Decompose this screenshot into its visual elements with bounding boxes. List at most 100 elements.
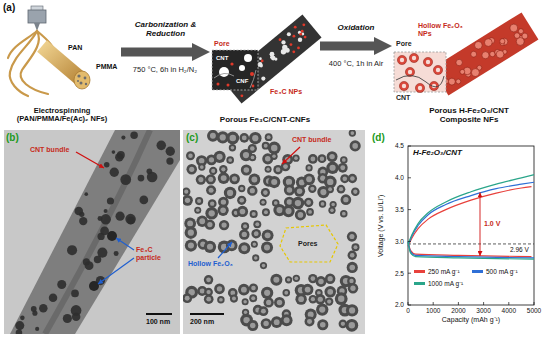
voltage-chart-part-part bbox=[408, 302, 409, 305]
tem-image-c-part-part bbox=[249, 283, 258, 292]
tem-image-c-part-part bbox=[319, 306, 325, 312]
tem-image-c-part-part bbox=[284, 184, 295, 195]
part-label: Pore bbox=[214, 40, 230, 48]
carbon-fiber-illustration-part-part bbox=[258, 62, 263, 67]
tem-image-c-part-part bbox=[185, 296, 190, 301]
inset-label: CNF bbox=[236, 78, 248, 85]
tem-image-b bbox=[4, 130, 180, 334]
part-label: CNT bbox=[396, 94, 410, 102]
tem-image-c-part-part bbox=[270, 153, 277, 160]
tem-image-c-part-part bbox=[308, 154, 318, 164]
tem-image-c-part-part bbox=[262, 229, 274, 241]
tem-annotations-c-part bbox=[280, 225, 338, 262]
tem-image-c-part-part bbox=[252, 254, 259, 261]
tem-image-c-part-part bbox=[283, 164, 288, 169]
tem-image-c-part-part bbox=[316, 303, 328, 315]
tem-image-b-part-part bbox=[107, 231, 117, 241]
voltage-chart-part-part bbox=[408, 241, 411, 242]
tem-annotations-c bbox=[190, 147, 338, 314]
tem-image-c-part-part bbox=[243, 152, 249, 158]
electrospinning-illustration-part bbox=[28, 10, 46, 23]
carbon-fiber-illustration-part-part bbox=[301, 30, 304, 33]
tem-image-b-part-part bbox=[49, 293, 58, 302]
electrospinning-illustration-part bbox=[77, 74, 87, 85]
axis-tick-label: 3000 bbox=[476, 307, 490, 314]
axis-tick-label: 3.5 bbox=[395, 206, 404, 213]
tem-image-c-part-part bbox=[240, 187, 244, 191]
tem-image-c-part-part bbox=[276, 207, 282, 213]
oxide-fiber-illustration-part-part bbox=[433, 65, 442, 74]
tem-image-c bbox=[183, 130, 365, 334]
voltage-chart-part-part bbox=[408, 241, 534, 258]
tem-image-c-part-part bbox=[238, 185, 245, 192]
tem-image-c-part-part bbox=[271, 145, 277, 151]
tem-image-c-part-part bbox=[240, 209, 246, 215]
tem-image-c-part-part bbox=[341, 194, 352, 205]
tem-image-c-part-part bbox=[266, 167, 270, 171]
tem-image-c-part-part bbox=[271, 316, 283, 328]
tem-image-c-part-part bbox=[248, 174, 260, 186]
tem-image-c-part-part bbox=[210, 201, 214, 205]
tem-image-c-part-part bbox=[329, 165, 335, 171]
tem-image-c-part-part bbox=[347, 262, 358, 273]
tem-image-c-part-part bbox=[250, 188, 255, 193]
tem-image-b-part-part bbox=[121, 135, 125, 139]
tem-image-c-part-part bbox=[338, 295, 344, 301]
tem-image-c-part-part bbox=[294, 156, 298, 160]
tem-image-b-part-part bbox=[35, 327, 39, 331]
legend-swatch bbox=[414, 270, 425, 273]
tem-image-c-part-part bbox=[189, 167, 194, 172]
oxide-fiber-illustration-part-part bbox=[484, 39, 492, 47]
tem-image-c-part-part bbox=[350, 176, 355, 181]
tem-image-c-part-part bbox=[295, 209, 306, 220]
oxide-fiber-illustration-part-part bbox=[490, 51, 495, 56]
tem-image-c-part-part bbox=[272, 154, 276, 158]
tem-image-c-part-part bbox=[310, 157, 315, 162]
axis-title: Voltage (V vs. Li/Li⁺) bbox=[377, 195, 385, 257]
tem-image-c-part-part bbox=[221, 199, 226, 204]
tem-image-c-part-part bbox=[271, 179, 277, 185]
tem-image-c-part-part bbox=[349, 322, 355, 328]
tem-image-c-part-part bbox=[242, 232, 247, 237]
tem-image-c-part-part bbox=[316, 276, 327, 287]
carbon-fiber-illustration-part-part bbox=[299, 33, 302, 36]
tem-image-c-part-part bbox=[261, 309, 266, 314]
carbon-fiber-illustration-part-part bbox=[281, 49, 286, 54]
carbon-fiber-illustration-part-part bbox=[302, 23, 305, 26]
tem-image-c-part-part bbox=[239, 229, 250, 240]
legend-text: 1000 mA g⁻¹ bbox=[428, 280, 463, 287]
tem-image-c-part-part bbox=[254, 231, 259, 236]
tem-image-c-part bbox=[183, 130, 365, 334]
carbon-fiber-illustration-part-part bbox=[250, 72, 254, 76]
annotation: 2.96 V bbox=[510, 246, 529, 253]
tem-image-c-part-part bbox=[281, 314, 293, 326]
tem-image-c-part-part bbox=[244, 167, 250, 173]
part-label: PAN bbox=[68, 44, 82, 52]
tem-image-c-part-part bbox=[209, 210, 215, 216]
tem-image-c-part-part bbox=[264, 144, 268, 148]
carbon-fiber-illustration-part-part bbox=[259, 57, 262, 60]
tem-image-c-part-part bbox=[253, 242, 257, 246]
carbon-fiber-illustration-part-part bbox=[261, 77, 265, 81]
tem-image-c-part-part bbox=[249, 154, 256, 161]
tem-image-c-part-part bbox=[226, 240, 238, 252]
axis-tick-label: 5000 bbox=[527, 307, 541, 314]
part-label: Fe₃C NPs bbox=[270, 88, 302, 96]
carbon-fiber-illustration-part-part bbox=[214, 73, 234, 78]
tem-image-c-part-part bbox=[327, 179, 333, 185]
electrospinning-illustration-part bbox=[8, 31, 58, 96]
tem-image-c-part-part bbox=[187, 221, 193, 227]
axis-tick-label: 4000 bbox=[502, 307, 516, 314]
tem-image-b-part-part bbox=[89, 281, 99, 291]
oxide-fiber-illustration-part-part bbox=[471, 69, 479, 77]
tem-image-c-part-part bbox=[241, 245, 247, 251]
tem-image-c-part-part bbox=[197, 199, 201, 203]
oxide-fiber-illustration-part-part bbox=[448, 78, 455, 85]
tem-image-c-part-part bbox=[284, 317, 290, 323]
callout-label: CNT bundle bbox=[292, 136, 331, 144]
oxide-fiber-illustration bbox=[394, 24, 530, 93]
tem-image-c-part-part bbox=[229, 173, 240, 184]
tem-annotations-b-part bbox=[76, 152, 104, 168]
process-arrow bbox=[121, 48, 192, 57]
oxide-fiber-illustration-part-part bbox=[408, 70, 412, 74]
